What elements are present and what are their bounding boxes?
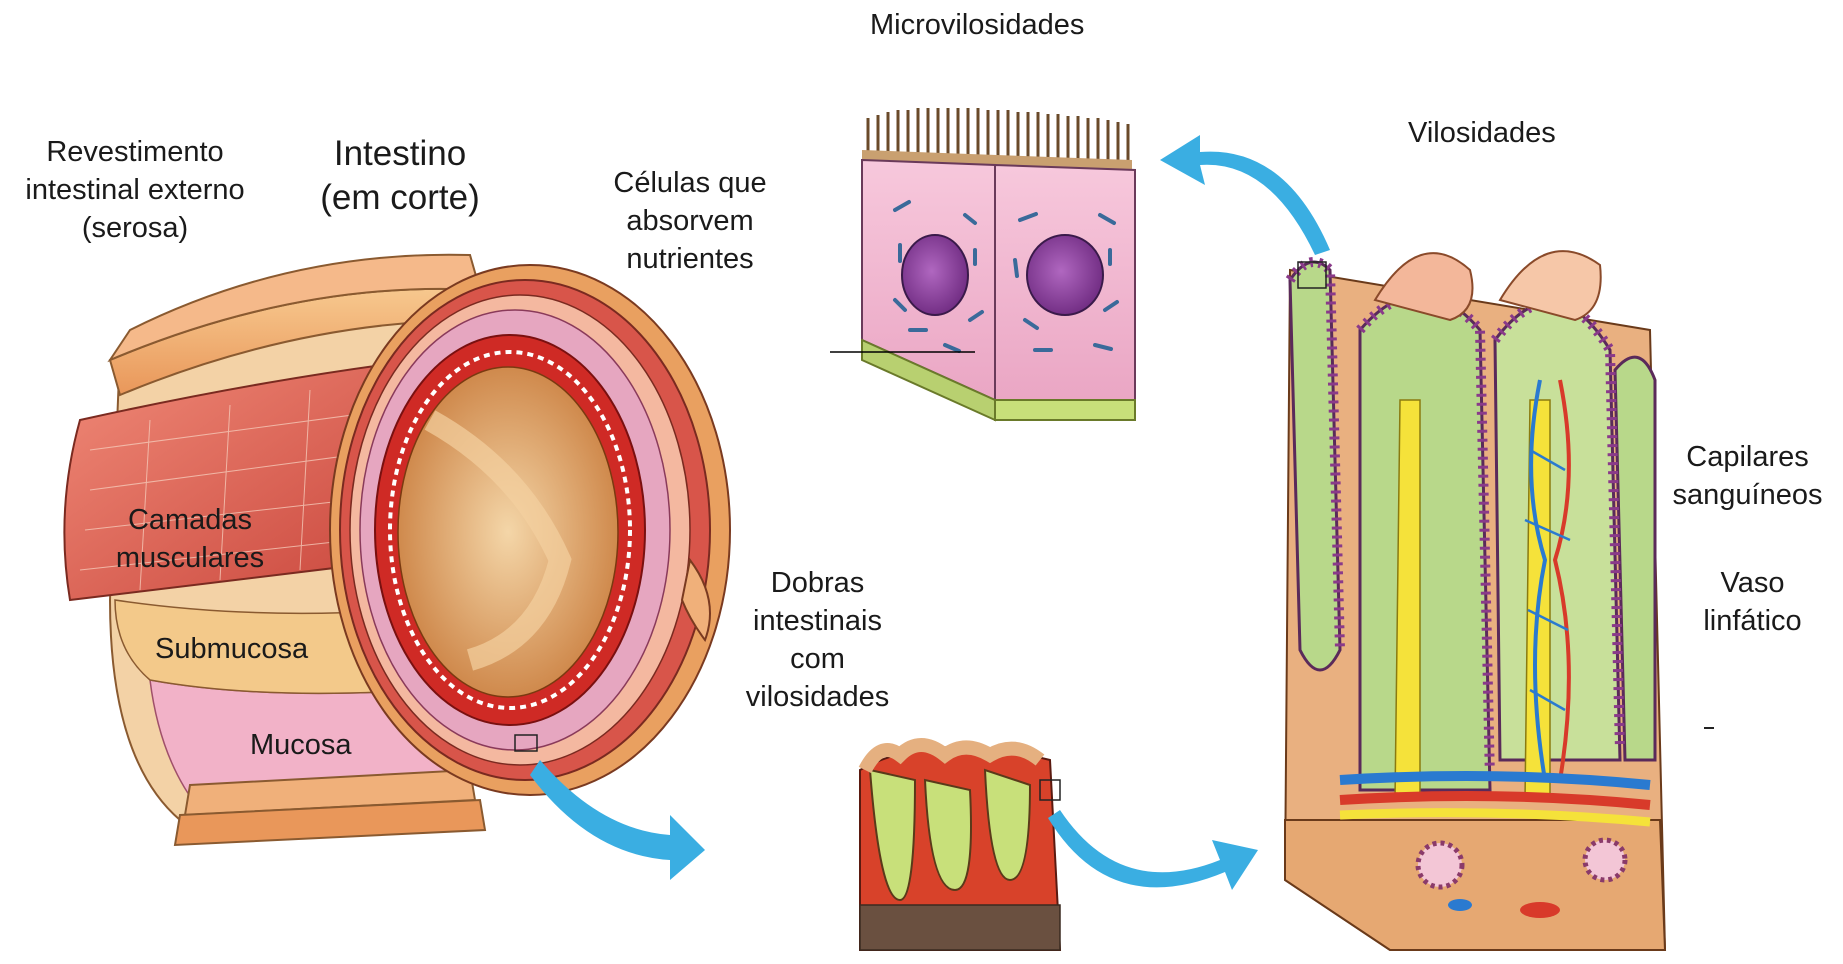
label-celulas: Células que absorvem nutrientes <box>595 164 785 278</box>
label-celulas-line2: absorvem <box>595 202 785 240</box>
tick-mark <box>1704 727 1714 729</box>
arrow-to-cells <box>1160 135 1330 255</box>
label-celulas-line3: nutrientes <box>595 240 785 278</box>
arrow-to-folds <box>530 760 705 880</box>
label-dobras-line4: vilosidades <box>720 678 915 716</box>
label-intestino-line1: Intestino <box>310 132 490 176</box>
label-microvilosidades: Microvilosidades <box>870 6 1084 44</box>
nucleus-right <box>1027 235 1103 315</box>
label-dobras: Dobras intestinais com vilosidades <box>720 564 915 716</box>
arrow-to-villi <box>1048 810 1258 890</box>
villus-central <box>1360 295 1490 790</box>
label-vaso-line1: Vaso <box>1680 564 1825 602</box>
label-vaso-line2: linfático <box>1680 602 1825 640</box>
label-vaso: Vaso linfático <box>1680 564 1825 640</box>
absorptive-cells-block <box>830 108 1135 420</box>
label-submucosa: Submucosa <box>155 630 308 668</box>
label-mucosa: Mucosa <box>250 726 352 764</box>
nucleus-left <box>902 235 968 315</box>
label-vilosidades: Vilosidades <box>1408 114 1556 152</box>
label-revestimento: Revestimento intestinal externo (serosa) <box>10 133 260 247</box>
label-revestimento-line2: intestinal externo <box>10 171 260 209</box>
label-dobras-line1: Dobras <box>720 564 915 602</box>
label-intestino-line2: (em corte) <box>310 176 490 220</box>
label-revestimento-line3: (serosa) <box>10 209 260 247</box>
label-capilares-line1: Capilares <box>1655 438 1840 476</box>
label-capilares-line2: sanguíneos <box>1655 476 1840 514</box>
label-camadas-line1: Camadas <box>100 501 280 539</box>
folds-block <box>860 745 1060 950</box>
label-celulas-line1: Células que <box>595 164 785 202</box>
lymph-vessel <box>1395 400 1420 800</box>
villi-block <box>1285 251 1665 950</box>
label-intestino: Intestino (em corte) <box>310 132 490 220</box>
label-dobras-line3: com <box>720 640 915 678</box>
label-camadas: Camadas musculares <box>100 501 280 577</box>
label-dobras-line2: intestinais <box>720 602 915 640</box>
label-capilares: Capilares sanguíneos <box>1655 438 1840 514</box>
label-revestimento-line1: Revestimento <box>10 133 260 171</box>
label-camadas-line2: musculares <box>100 539 280 577</box>
